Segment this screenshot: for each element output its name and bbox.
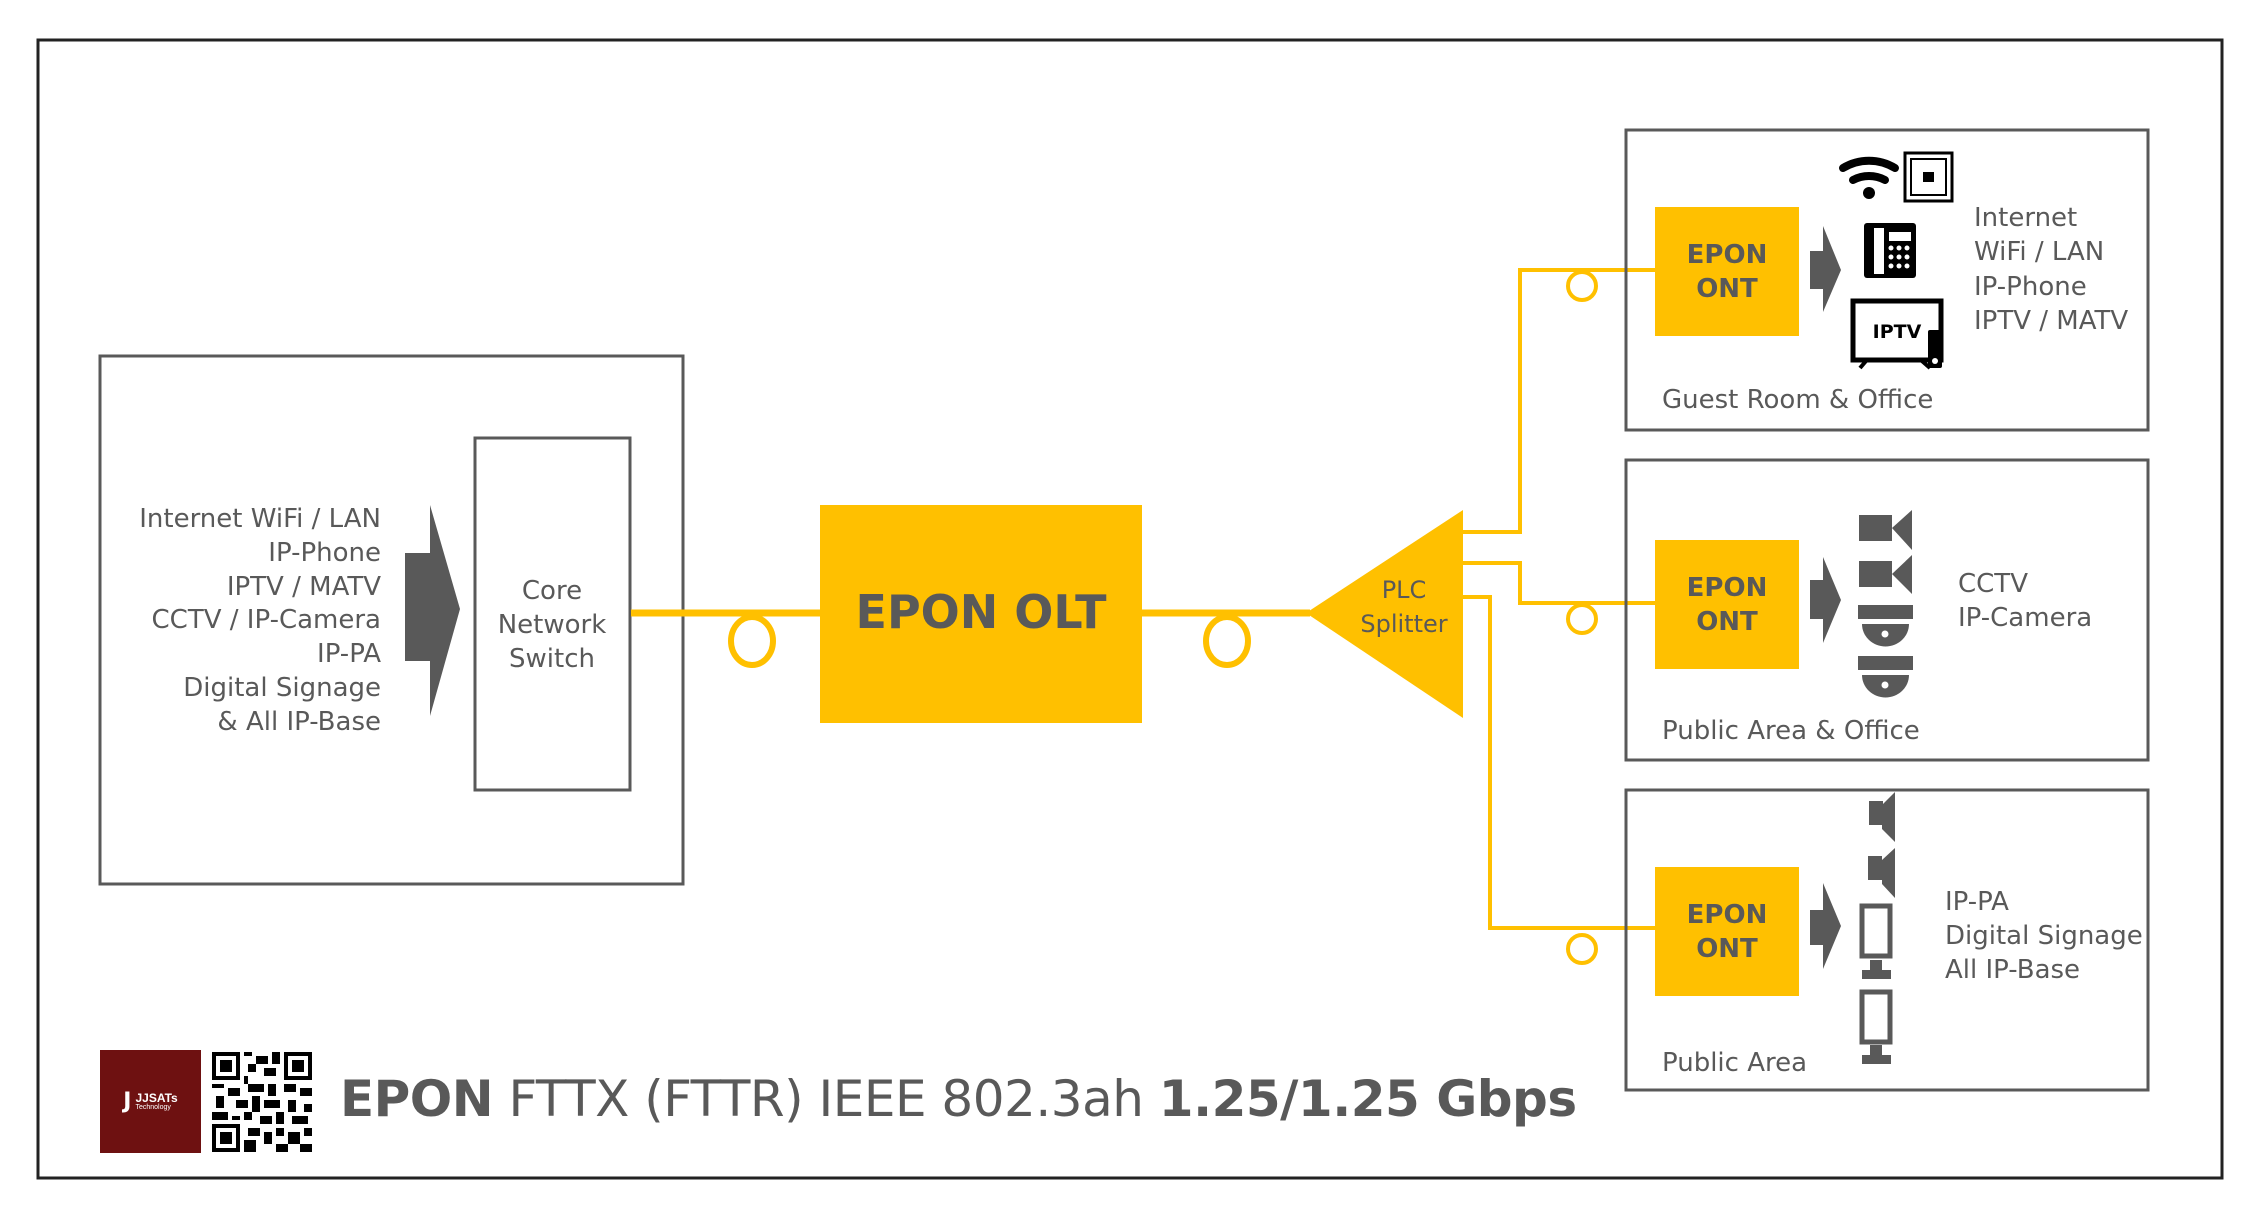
iptv-badge: IPTV <box>1873 321 1922 343</box>
service-line: IP-Phone <box>268 538 381 568</box>
zone-service: IP-PA <box>1945 887 2009 917</box>
dome-camera-icon <box>1858 656 1913 698</box>
diagram-title: EPON FTTX (FTTR) IEEE 802.3ah 1.25/1.25 … <box>340 1070 1577 1128</box>
bullet-camera-icon <box>1859 510 1912 550</box>
zone-guest-room: EPON ONT IPTV <box>1624 128 2150 432</box>
speaker-icon <box>1868 848 1895 898</box>
fiber-trunk <box>631 609 1310 668</box>
fiber-loop-icon <box>1203 614 1251 668</box>
zone-area-label: Public Area & Office <box>1662 716 1920 746</box>
logo-subtitle: Technology <box>135 1104 171 1111</box>
zone-service: IP-Phone <box>1974 272 2087 302</box>
zone-service: CCTV <box>1958 569 2028 599</box>
zone-public-area: EPON ONT IP-PA Digital Signage All IP-Ba… <box>1624 788 2150 1092</box>
switch-label: Switch <box>509 644 595 674</box>
lan-socket-icon <box>1903 151 1954 203</box>
ont-label: EPON <box>1687 240 1768 270</box>
zone-service: IP-Camera <box>1958 603 2092 633</box>
service-line: IPTV / MATV <box>227 572 381 602</box>
fiber-branches <box>1463 268 1656 965</box>
head-end-box <box>98 354 685 886</box>
logo-name: JJSATs <box>135 1091 178 1105</box>
arrow-right-icon <box>1810 557 1841 643</box>
fiber-branch-1 <box>1463 268 1656 534</box>
ont-label: EPON <box>1687 573 1768 603</box>
fiber-loop-icon <box>728 614 776 668</box>
speaker-icon <box>1869 792 1895 842</box>
zone-box <box>1624 458 2150 762</box>
plc-splitter <box>1306 510 1463 718</box>
service-line: CCTV / IP-Camera <box>152 605 381 635</box>
signage-display-icon <box>1859 989 1893 1064</box>
fiber-loop-icon <box>1566 933 1598 965</box>
qr-code-icon[interactable] <box>212 1052 312 1152</box>
dome-camera-icon <box>1858 605 1913 647</box>
olt-label: EPON OLT <box>856 585 1108 639</box>
splitter-label: Splitter <box>1360 610 1447 638</box>
switch-label: Network <box>498 610 607 640</box>
fiber-loop-icon <box>1566 603 1598 635</box>
splitter-label: PLC <box>1382 576 1427 604</box>
service-line: Internet WiFi / LAN <box>139 504 381 534</box>
bullet-camera-icon <box>1859 555 1912 594</box>
arrow-right-icon <box>405 505 460 716</box>
zone-service: All IP-Base <box>1945 955 2080 985</box>
company-logo: J JJSATs Technology <box>100 1050 201 1153</box>
ont-label: EPON <box>1687 900 1768 930</box>
desk-phone-icon <box>1864 223 1916 278</box>
zone-public-office: EPON ONT CCTV IP-Camera Public Area & Of… <box>1624 458 2150 762</box>
zone-service: Digital Signage <box>1945 921 2143 951</box>
fiber-loop-icon <box>1566 270 1598 302</box>
epon-olt <box>820 505 1142 723</box>
service-line: IP-PA <box>317 639 381 669</box>
epon-ont <box>1655 540 1799 669</box>
service-line: Digital Signage <box>183 673 381 703</box>
fiber-branch-3 <box>1463 595 1656 930</box>
switch-label: Core <box>522 576 582 606</box>
ont-label: ONT <box>1696 934 1758 964</box>
title-standard: FTTX (FTTR) IEEE 802.3ah <box>493 1070 1159 1128</box>
epon-ont <box>1655 867 1799 996</box>
logo-mark-icon: J <box>123 1089 132 1114</box>
zone-area-label: Public Area <box>1662 1048 1807 1078</box>
epon-ont <box>1655 207 1799 336</box>
fiber-branch-2 <box>1463 561 1656 605</box>
head-end-services: Internet WiFi / LAN IP-Phone IPTV / MATV… <box>139 504 381 737</box>
zone-area-label: Guest Room & Office <box>1662 385 1933 415</box>
arrow-right-icon <box>1810 883 1841 969</box>
title-speed: 1.25/1.25 Gbps <box>1158 1070 1577 1128</box>
signage-display-icon <box>1859 903 1893 979</box>
zone-service: WiFi / LAN <box>1974 237 2104 267</box>
zone-service: Internet <box>1974 203 2077 233</box>
core-network-switch <box>473 436 632 792</box>
wifi-icon <box>1839 156 1899 199</box>
outer-frame <box>36 38 2224 1180</box>
zone-service: IPTV / MATV <box>1974 306 2128 336</box>
ont-label: ONT <box>1696 274 1758 304</box>
ont-label: ONT <box>1696 607 1758 637</box>
iptv-icon: IPTV <box>1850 298 1944 370</box>
zone-box <box>1624 128 2150 432</box>
arrow-right-icon <box>1810 226 1841 312</box>
title-epon: EPON <box>340 1070 494 1128</box>
zone-box <box>1624 788 2150 1092</box>
service-line: & All IP-Base <box>217 707 381 737</box>
